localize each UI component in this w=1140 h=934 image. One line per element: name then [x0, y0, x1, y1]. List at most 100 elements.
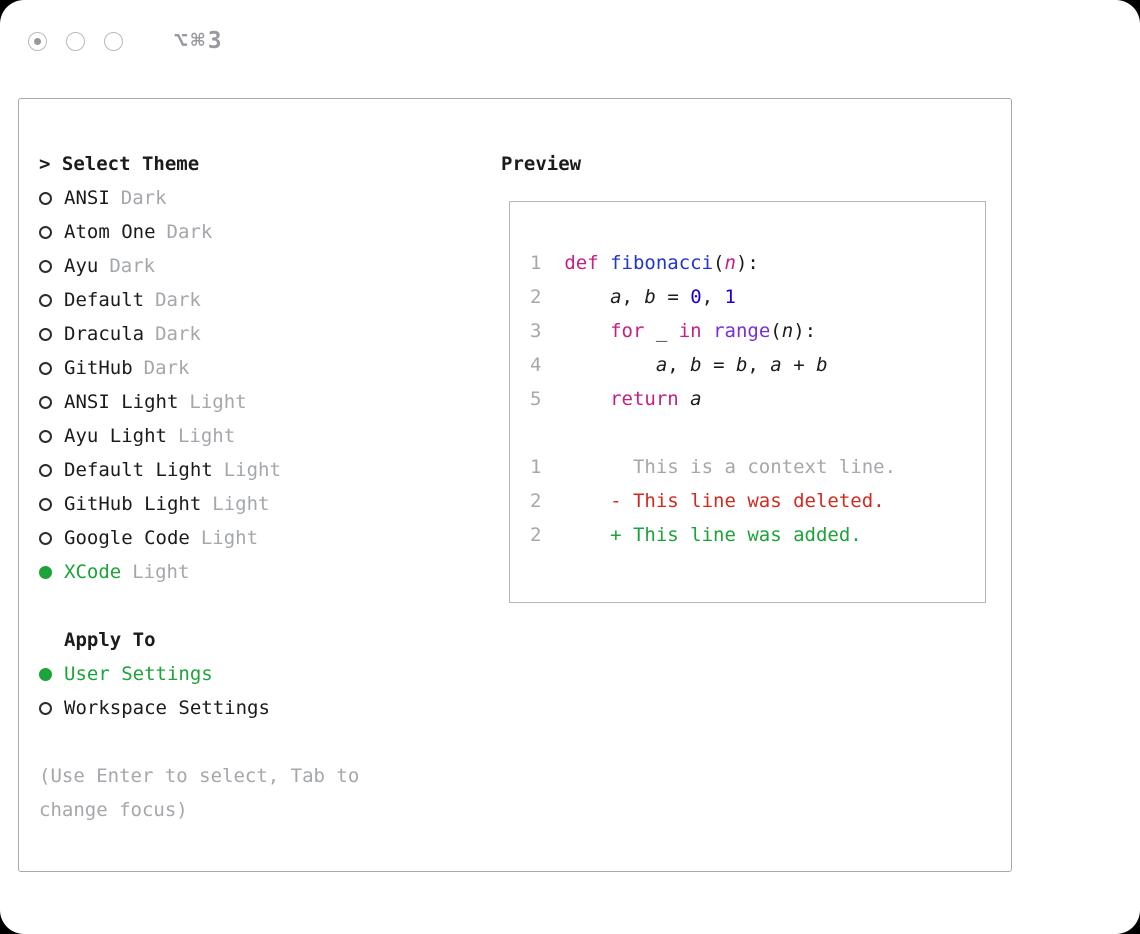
code-token: - This line was deleted. — [564, 490, 885, 512]
radio-icon — [39, 191, 52, 205]
theme-option-label: Ayu Light — [64, 425, 167, 447]
theme-option-ayu-light[interactable]: Ayu Light Light — [39, 419, 481, 453]
keyboard-hint: (Use Enter to select, Tab to change focu… — [39, 765, 360, 821]
code-line: 2 a, b = 0, 1 — [530, 280, 985, 314]
radio-icon — [39, 361, 52, 375]
traffic-light-2[interactable] — [66, 31, 85, 51]
code-line: 3 for _ in range(n): — [530, 314, 985, 348]
code-token: , — [747, 354, 771, 376]
code-token: a — [770, 354, 782, 376]
radio-icon — [39, 395, 52, 409]
code-line: 4 a, b = b, a + b — [530, 348, 985, 382]
line-number: 2 — [530, 490, 542, 512]
radio-icon — [39, 293, 52, 307]
theme-option-label: Default — [64, 289, 145, 311]
theme-variant-label: Light — [212, 493, 270, 515]
code-token: + This line was added. — [564, 524, 862, 546]
theme-option-github-light[interactable]: GitHub Light Light — [39, 487, 481, 521]
preview-header: Preview — [501, 153, 582, 175]
diff-block: 1 This is a context line. 2 - This line w… — [530, 450, 985, 552]
select-theme-header: > Select Theme — [39, 153, 200, 175]
code-token: 0 — [690, 286, 702, 308]
window-shortcut-label: ⌥⌘3 — [174, 28, 225, 54]
theme-option-dracula[interactable]: Dracula Dark — [39, 317, 481, 351]
code-token — [564, 354, 656, 376]
theme-variant-label: Light — [223, 459, 281, 481]
code-token: ): — [793, 320, 817, 342]
theme-option-ansi-light[interactable]: ANSI Light Light — [39, 385, 481, 419]
code-line: 5 return a — [530, 382, 985, 416]
code-token: ( — [770, 320, 782, 342]
radio-icon — [39, 259, 52, 273]
theme-variant-label: Light — [177, 425, 236, 447]
theme-variant-label: Light — [189, 391, 247, 413]
traffic-light-dot-icon — [34, 37, 41, 45]
theme-variant-label: Dark — [120, 187, 167, 209]
apply-to-header: Apply To — [64, 629, 156, 651]
theme-option-label: Atom One — [64, 221, 156, 243]
line-number: 3 — [530, 320, 542, 342]
code-token: , — [667, 354, 691, 376]
diff-line: 2 - This line was deleted. — [530, 484, 985, 518]
theme-option-label: ANSI Light — [64, 391, 179, 413]
code-token: , — [701, 286, 725, 308]
theme-option-default[interactable]: Default Dark — [39, 283, 481, 317]
code-token: in — [678, 320, 702, 342]
code-token: n — [781, 320, 794, 342]
radio-icon — [39, 497, 52, 511]
apply-option-user-settings[interactable]: User Settings — [39, 657, 481, 691]
code-token — [702, 320, 713, 342]
code-token: ): — [735, 252, 759, 274]
code-token: , — [621, 286, 645, 308]
radio-icon — [39, 701, 52, 715]
theme-option-ayu[interactable]: Ayu Dark — [39, 249, 481, 283]
code-token: def — [564, 252, 611, 274]
radio-selected-icon — [39, 667, 52, 681]
code-token: a — [690, 388, 702, 410]
theme-option-label: Google Code — [64, 527, 190, 549]
code-token: 1 — [724, 286, 736, 308]
code-token: _ — [644, 320, 679, 342]
code-token: a — [655, 354, 668, 376]
theme-option-atom-one[interactable]: Atom One Dark — [39, 215, 481, 249]
apply-option-workspace-settings[interactable]: Workspace Settings — [39, 691, 481, 725]
theme-variant-label: Dark — [155, 323, 201, 345]
theme-option-label: Ayu — [64, 255, 99, 277]
apply-option-label: Workspace Settings — [64, 697, 270, 719]
traffic-light-3[interactable] — [104, 31, 123, 51]
theme-variant-label: Dark — [155, 289, 201, 311]
theme-option-label: Dracula — [64, 323, 145, 345]
apply-option-label: User Settings — [64, 663, 213, 685]
line-number: 2 — [530, 286, 542, 308]
line-number: 1 — [530, 252, 542, 274]
radio-icon — [39, 531, 52, 545]
theme-option-label: XCode — [64, 561, 122, 583]
code-token: = — [701, 354, 736, 376]
line-number: 1 — [530, 456, 542, 478]
theme-variant-label: Dark — [166, 221, 213, 243]
code-token: range — [713, 320, 771, 342]
code-token: This is a context line. — [564, 456, 897, 478]
code-token: + — [781, 354, 817, 376]
radio-icon — [39, 327, 52, 341]
traffic-light-1[interactable] — [28, 31, 47, 51]
code-token: n — [724, 252, 736, 274]
theme-option-label: GitHub Light — [64, 493, 202, 515]
radio-icon — [39, 463, 52, 477]
diff-line: 2 + This line was added. — [530, 518, 985, 552]
theme-variant-label: Dark — [109, 255, 156, 277]
code-token: ( — [713, 252, 725, 274]
code-token: b — [735, 354, 748, 376]
radio-selected-icon — [39, 565, 52, 579]
